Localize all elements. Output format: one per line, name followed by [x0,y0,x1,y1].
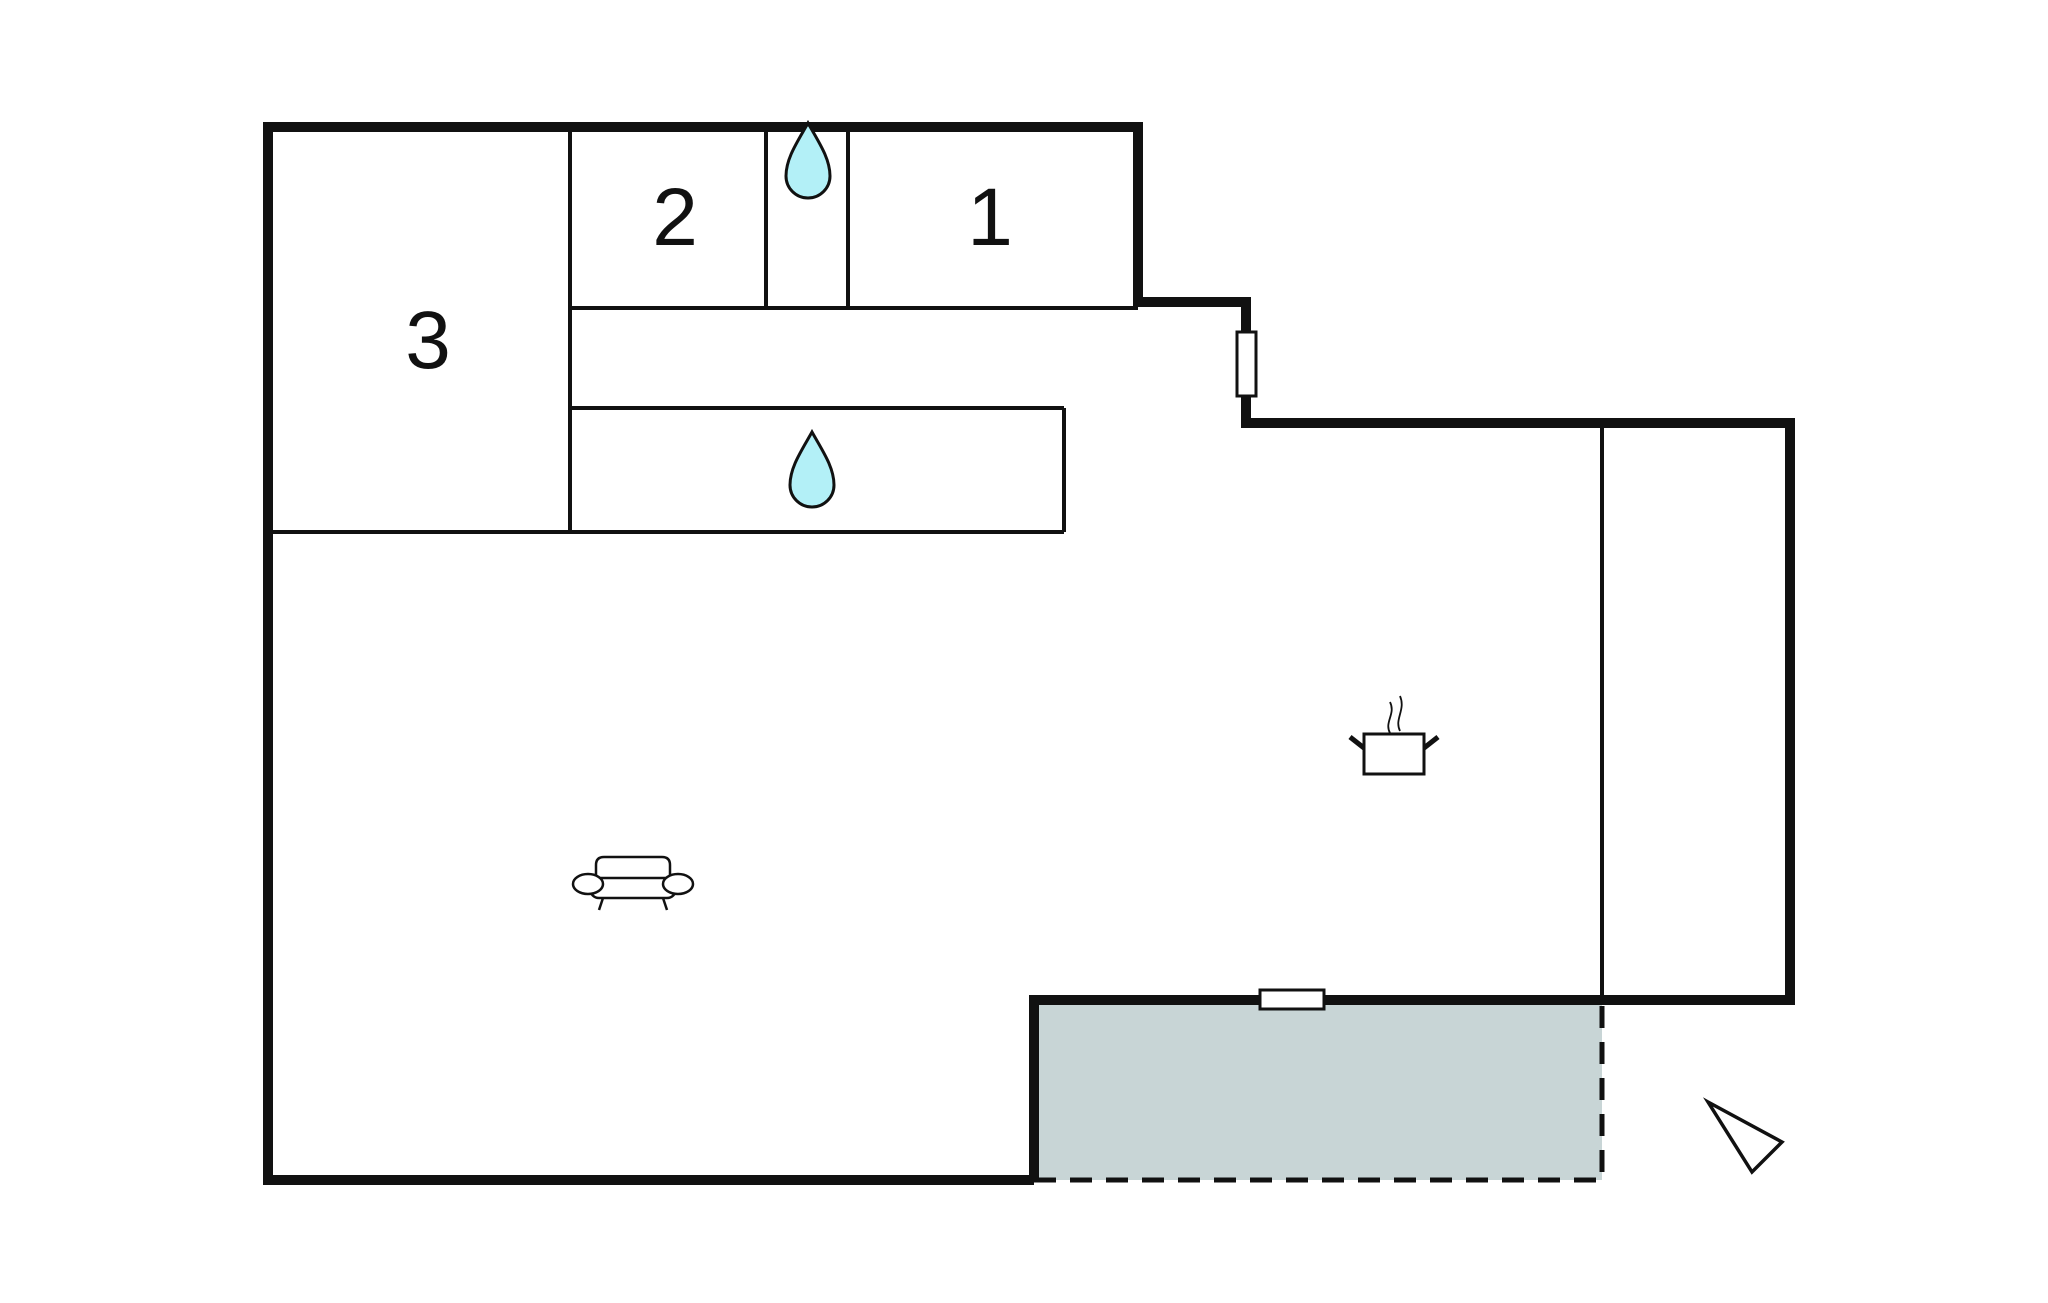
terrace-area [1034,1000,1602,1180]
water-drop-icon [784,119,832,200]
room-label-1: 1 [967,172,1013,263]
window [1258,988,1326,1011]
cooking-pot-icon [1348,695,1440,776]
sofa-icon [571,855,695,911]
water-drop-icon [788,428,836,509]
room-label-2: 2 [652,172,698,263]
entrance-arrow-icon [1702,1097,1785,1175]
outer-wall [263,122,1795,1185]
room-label-3: 3 [405,295,451,386]
terrace-edge-dashed [1034,1000,1605,1183]
window [1235,330,1258,398]
